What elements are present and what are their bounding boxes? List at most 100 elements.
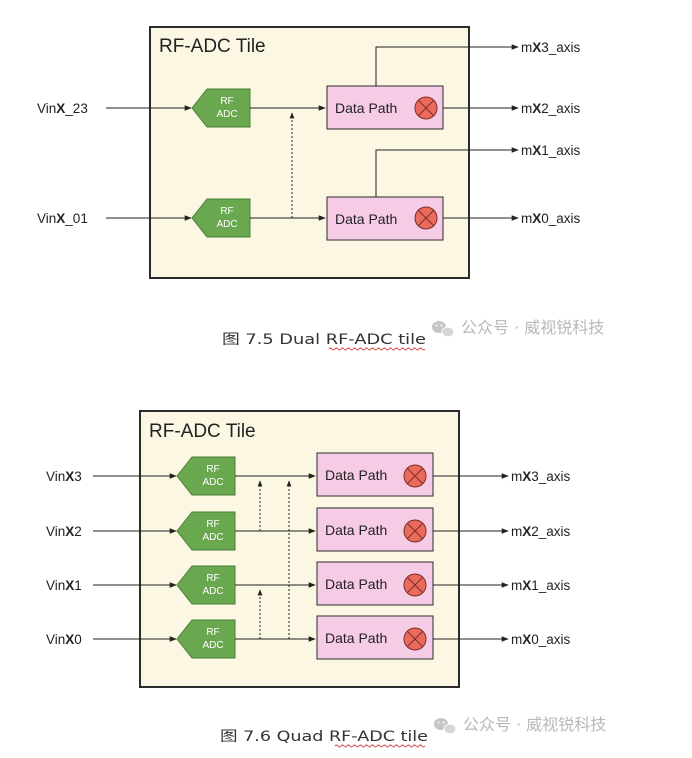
dual-caption-spellcheck-underline bbox=[328, 347, 426, 351]
dual-input-label-01: VinX_01 bbox=[37, 211, 88, 226]
quad-input-label-2-suffix: 2 bbox=[74, 524, 82, 539]
mixer-icon bbox=[403, 573, 427, 597]
quad-datapath-label-0: Data Path bbox=[325, 630, 387, 646]
mixer-icon bbox=[403, 464, 427, 488]
dual-tile-title: RF-ADC Tile bbox=[159, 36, 266, 57]
quad-datapath-label-2: Data Path bbox=[325, 522, 387, 538]
dual-output-label-0-prefix: m bbox=[521, 211, 532, 226]
dual-input-label-23: VinX_23 bbox=[37, 101, 88, 116]
quad-output-label-0-prefix: m bbox=[511, 632, 522, 647]
dual-rf-adc-figure: RF-ADC Tile VinX_23 VinX_01 RF ADC RF AD… bbox=[37, 26, 604, 351]
dual-output-label-1-prefix: m bbox=[521, 143, 532, 158]
quad-adc-label-adc-2: ADC bbox=[202, 532, 223, 543]
quad-input-label-0-bold: X bbox=[65, 632, 74, 647]
dual-datapath-label-01: Data Path bbox=[335, 211, 397, 227]
dual-caption: 图 7.5 Dual RF-ADC tile bbox=[222, 332, 426, 348]
quad-datapath-block-1: Data Path bbox=[316, 561, 434, 606]
quad-rf-adc-figure: RF-ADC Tile VinX3 VinX2 VinX1 VinX0 RF A… bbox=[46, 410, 606, 748]
quad-input-label-3-prefix: Vin bbox=[46, 469, 65, 484]
mixer-icon bbox=[403, 519, 427, 543]
dual-datapath-label-23: Data Path bbox=[335, 100, 397, 116]
quad-input-label-3-bold: X bbox=[65, 469, 74, 484]
quad-output-label-1-prefix: m bbox=[511, 578, 522, 593]
quad-output-label-3-suffix: 3_axis bbox=[531, 469, 570, 484]
dual-output-label-2-prefix: m bbox=[521, 101, 532, 116]
quad-output-label-2: mX2_axis bbox=[511, 524, 571, 539]
dual-output-label-2-suffix: 2_axis bbox=[541, 101, 580, 116]
dual-output-label-3-bold: X bbox=[532, 40, 541, 55]
quad-datapath-label-3: Data Path bbox=[325, 467, 387, 483]
quad-input-label-2-prefix: Vin bbox=[46, 524, 65, 539]
quad-output-label-2-suffix: 2_axis bbox=[531, 524, 570, 539]
quad-adc-label-rf-3: RF bbox=[206, 464, 219, 475]
quad-datapath-block-2: Data Path bbox=[316, 507, 434, 552]
quad-adc-label-adc-3: ADC bbox=[202, 477, 223, 488]
quad-datapath-label-1: Data Path bbox=[325, 576, 387, 592]
dual-adc-label-adc-01: ADC bbox=[216, 219, 237, 230]
dual-output-label-3: mX3_axis bbox=[521, 40, 581, 55]
dual-output-label-0-bold: X bbox=[532, 211, 541, 226]
quad-caption-suffix: tile bbox=[395, 729, 428, 745]
dual-caption-prefix: 图 7.5 Dual bbox=[222, 332, 326, 348]
quad-input-label-3-suffix: 3 bbox=[74, 469, 82, 484]
quad-datapath-block-0: Data Path bbox=[316, 615, 434, 660]
quad-input-label-1-suffix: 1 bbox=[74, 578, 82, 593]
quad-output-label-2-prefix: m bbox=[511, 524, 522, 539]
quad-adc-label-rf-0: RF bbox=[206, 627, 219, 638]
dual-output-label-3-prefix: m bbox=[521, 40, 532, 55]
dual-input-label-01-suffix: _01 bbox=[64, 211, 88, 226]
quad-datapath-block-3: Data Path bbox=[316, 452, 434, 497]
quad-output-label-3: mX3_axis bbox=[511, 469, 571, 484]
dual-output-label-1: mX1_axis bbox=[521, 143, 581, 158]
quad-input-label-0-suffix: 0 bbox=[74, 632, 82, 647]
quad-watermark: 公众号 · 威视锐科技 bbox=[434, 715, 606, 735]
quad-input-label-0: VinX0 bbox=[46, 632, 82, 647]
quad-adc-label-rf-1: RF bbox=[206, 573, 219, 584]
quad-input-label-2: VinX2 bbox=[46, 524, 82, 539]
dual-input-label-01-bold: X bbox=[56, 211, 65, 226]
quad-output-label-1: mX1_axis bbox=[511, 578, 571, 593]
mixer-icon bbox=[414, 206, 438, 230]
quad-input-label-3: VinX3 bbox=[46, 469, 82, 484]
dual-watermark: 公众号 · 威视锐科技 bbox=[432, 318, 604, 338]
quad-input-label-2-bold: X bbox=[65, 524, 74, 539]
quad-output-label-1-suffix: 1_axis bbox=[531, 578, 570, 593]
quad-output-label-1-bold: X bbox=[522, 578, 531, 593]
dual-output-label-1-suffix: 1_axis bbox=[541, 143, 580, 158]
quad-caption: 图 7.6 Quad RF-ADC tile bbox=[220, 729, 428, 745]
quad-adc-block-1: RF ADC bbox=[176, 565, 236, 605]
dual-datapath-block-23: Data Path bbox=[326, 85, 444, 130]
dual-output-label-3-suffix: 3_axis bbox=[541, 40, 580, 55]
dual-output-label-2-bold: X bbox=[532, 101, 541, 116]
quad-adc-label-adc-0: ADC bbox=[202, 640, 223, 651]
quad-caption-prefix: 图 7.6 Quad bbox=[220, 729, 329, 745]
dual-output-label-0: mX0_axis bbox=[521, 211, 581, 226]
quad-caption-marked: RF-ADC bbox=[329, 729, 395, 745]
quad-output-label-0-bold: X bbox=[522, 632, 531, 647]
quad-input-label-0-prefix: Vin bbox=[46, 632, 65, 647]
quad-caption-spellcheck-underline bbox=[334, 744, 426, 748]
dual-output-label-0-suffix: 0_axis bbox=[541, 211, 580, 226]
quad-output-label-3-bold: X bbox=[522, 469, 531, 484]
dual-caption-marked: RF-ADC bbox=[326, 332, 393, 348]
quad-input-label-1: VinX1 bbox=[46, 578, 82, 593]
quad-input-label-1-bold: X bbox=[65, 578, 74, 593]
dual-watermark-text: 公众号 · 威视锐科技 bbox=[461, 318, 604, 337]
quad-tile-title: RF-ADC Tile bbox=[149, 421, 256, 442]
dual-output-label-1-bold: X bbox=[532, 143, 541, 158]
dual-datapath-block-01: Data Path bbox=[326, 196, 444, 241]
dual-adc-label-adc-23: ADC bbox=[216, 109, 237, 120]
quad-output-label-3-prefix: m bbox=[511, 469, 522, 484]
dual-output-label-2: mX2_axis bbox=[521, 101, 581, 116]
quad-output-label-2-bold: X bbox=[522, 524, 531, 539]
quad-watermark-text: 公众号 · 威视锐科技 bbox=[463, 715, 606, 734]
dual-input-label-23-bold: X bbox=[56, 101, 65, 116]
quad-output-label-0-suffix: 0_axis bbox=[531, 632, 570, 647]
quad-output-label-0: mX0_axis bbox=[511, 632, 571, 647]
dual-output-line-1 bbox=[375, 147, 519, 197]
quad-adc-label-rf-2: RF bbox=[206, 519, 219, 530]
dual-output-line-3 bbox=[375, 44, 519, 86]
mixer-icon bbox=[403, 627, 427, 651]
quad-adc-label-adc-1: ADC bbox=[202, 586, 223, 597]
